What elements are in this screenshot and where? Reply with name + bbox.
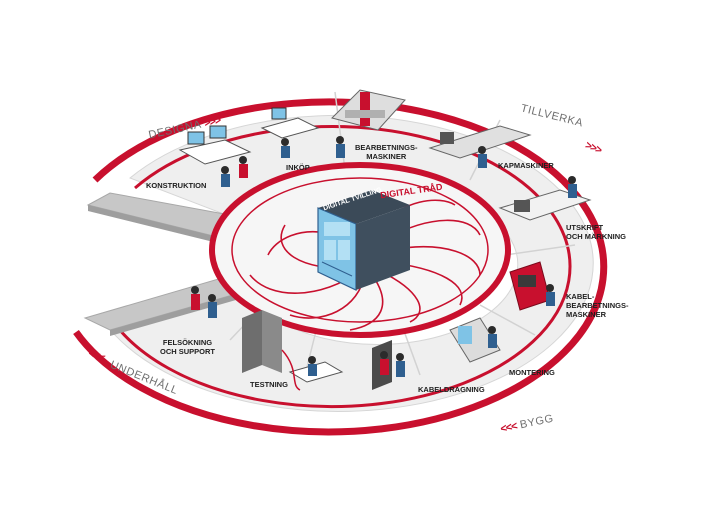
- label-konstruktion: KONSTRUKTION: [146, 181, 207, 190]
- inkop-station: [260, 107, 320, 158]
- label-felsokning: FELSÖKNING OCH SUPPORT: [160, 338, 216, 356]
- label-montering: MONTERING: [509, 368, 555, 377]
- label-kapmaskiner: KAPMASKINER: [498, 161, 554, 170]
- outer-red-track: [73, 98, 608, 436]
- montering-station: [449, 317, 501, 363]
- digital-twin-cabinet: [317, 190, 410, 291]
- upper-ramp-edge: [88, 205, 250, 251]
- inner-red-ring-thin: [231, 177, 489, 323]
- bearbetning-station: [331, 89, 406, 158]
- kapmaskiner-station: [428, 125, 532, 168]
- label-inkop: INKÖP: [286, 163, 310, 172]
- label-kabelbearbetning: KABEL- BEARBETNINGS- MASKINER: [566, 292, 629, 319]
- label-bearbetning: BEARBETNINGS- MASKINER: [355, 143, 418, 161]
- label-kabeldragning: KABELDRAGNING: [418, 385, 485, 394]
- label-utskrift: UTSKRIFT OCH MÄRKNING: [566, 223, 626, 241]
- utskrift-station: [498, 176, 592, 221]
- kabeldragning-station: [372, 340, 405, 390]
- kabelbearbetning-station: [509, 261, 555, 311]
- felsokning-station: [191, 286, 217, 318]
- testning-station: [242, 310, 344, 391]
- label-testning: TESTNING: [250, 380, 288, 389]
- konstruktion-station: [178, 125, 252, 187]
- lower-ramp-edge: [110, 290, 250, 336]
